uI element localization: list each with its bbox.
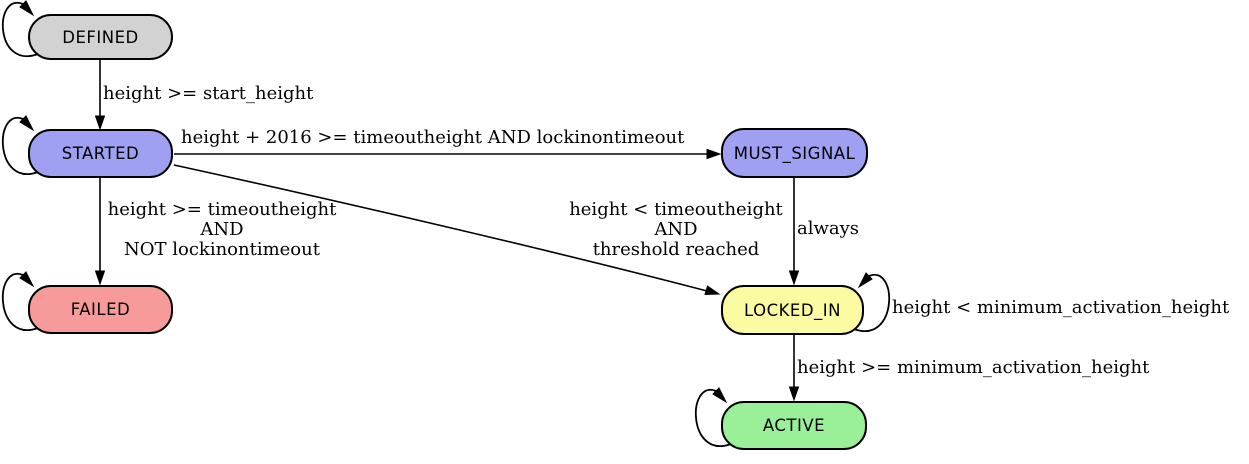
arrowhead-defined-started [94, 115, 106, 131]
arrowhead-started-locked-in [704, 285, 721, 296]
edge-label-must-signal-locked-in: always [797, 218, 860, 239]
edge-started-locked-in [173, 164, 708, 292]
edge-label-line: height >= timeoutheight [107, 199, 337, 220]
edge-label-line: NOT lockinontimeout [124, 239, 320, 260]
self-loop-started [1, 116, 39, 175]
edge-label-locked-in-active: height >= minimum_activation_height [797, 357, 1150, 378]
state-node-defined: DEFINED [28, 14, 173, 60]
state-label-locked-in: LOCKED_IN [743, 300, 842, 320]
edge-label-locked-in-self-loop: height < minimum_activation_height [892, 297, 1230, 318]
state-node-must-signal: MUST_SIGNAL [721, 128, 868, 178]
edge-label-started-failed: height >= timeoutheight AND NOT lockinon… [100, 200, 344, 260]
arrowhead-locked-in-active [788, 386, 800, 402]
state-node-started: STARTED [28, 129, 173, 178]
state-label-failed: FAILED [70, 300, 131, 319]
edge-label-line: AND [200, 219, 244, 240]
arrowhead-must-signal-locked-in [788, 270, 800, 286]
arrowhead-self-defined [19, 0, 35, 17]
edge-label-line: AND [654, 219, 698, 240]
self-loop-failed [1, 272, 39, 331]
arrowhead-self-active [712, 387, 728, 404]
arrowhead-self-started [19, 115, 35, 132]
edge-label-line: height < timeoutheight [569, 199, 783, 220]
self-loop-defined [1, 1, 39, 58]
arrowhead-started-must-signal [706, 148, 722, 160]
edge-label-line: threshold reached [592, 239, 760, 260]
edge-label-started-must-signal: height + 2016 >= timeoutheight AND locki… [181, 127, 685, 148]
state-label-active: ACTIVE [762, 416, 826, 435]
state-node-active: ACTIVE [721, 401, 867, 450]
arrowhead-started-failed [94, 270, 106, 286]
self-loop-locked-in [853, 273, 891, 332]
edge-label-started-locked-in: height < timeoutheight AND threshold rea… [555, 200, 797, 260]
self-loop-active [694, 388, 732, 447]
arrowhead-self-failed [19, 271, 35, 288]
edge-label-defined-started: height >= start_height [103, 83, 314, 104]
state-node-failed: FAILED [28, 285, 173, 334]
state-label-must-signal: MUST_SIGNAL [733, 143, 856, 163]
arrowhead-self-locked-in [857, 272, 873, 289]
state-label-defined: DEFINED [62, 27, 139, 47]
state-label-started: STARTED [61, 144, 140, 163]
state-node-locked-in: LOCKED_IN [721, 285, 864, 335]
